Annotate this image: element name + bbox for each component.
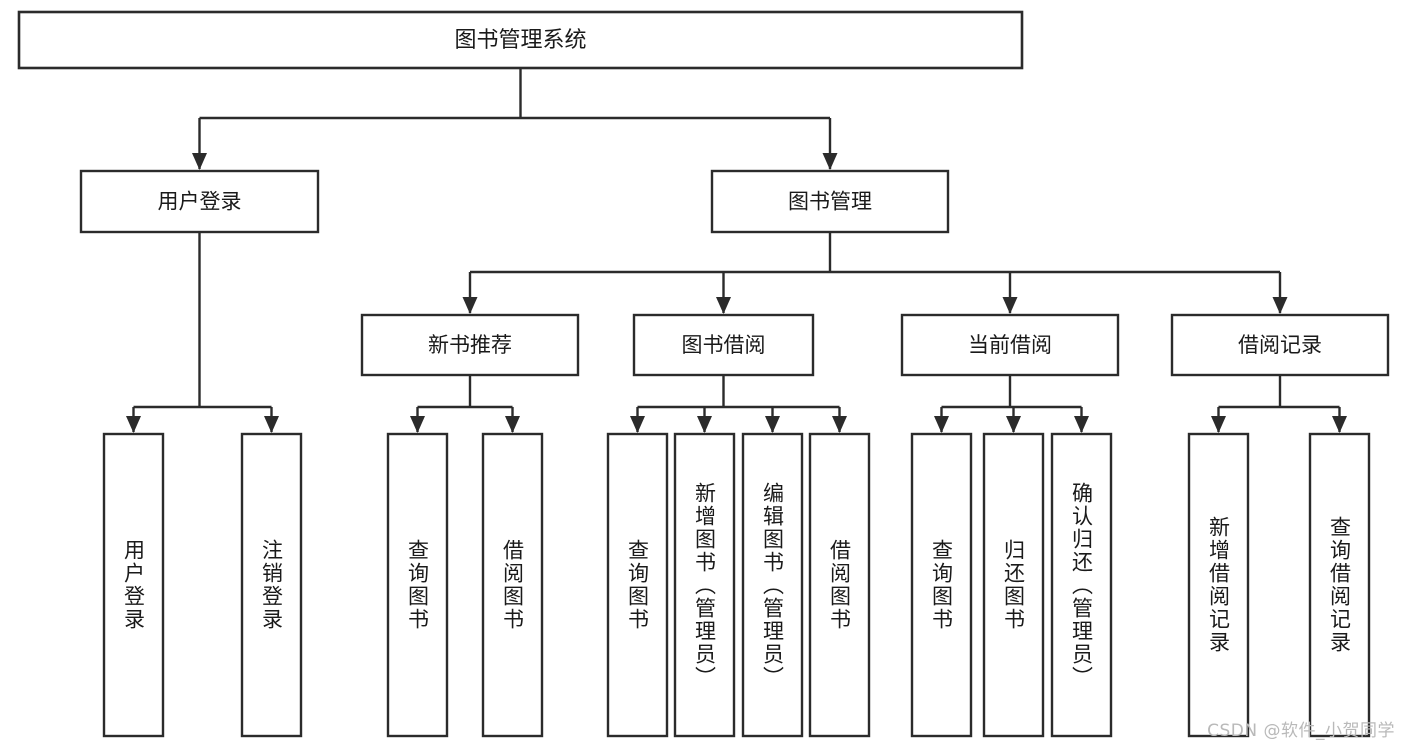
node-level1-图书管理[interactable]: [710, 169, 950, 234]
node-level2-新书推荐[interactable]: [360, 313, 580, 377]
node-level1-label-1: 图书管理: [788, 190, 872, 214]
arrow-down-icon: [697, 416, 712, 433]
node-leaf-新增图书管理员[interactable]: [673, 432, 736, 738]
arrow-down-icon: [1074, 416, 1089, 433]
node-leaf-归还图书[interactable]: [982, 432, 1045, 738]
node-leaf-借阅图书[interactable]: [808, 432, 871, 738]
node-leaf-查询图书[interactable]: [606, 432, 669, 738]
node-leaf-用户登录[interactable]: [102, 432, 165, 738]
arrow-down-icon: [832, 416, 847, 433]
node-leaf-借阅图书[interactable]: [481, 432, 544, 738]
csdn-watermark: CSDN @软件_小贺同学: [1207, 721, 1395, 741]
box-layer: [17, 10, 1390, 738]
node-level2-图书借阅[interactable]: [632, 313, 815, 377]
arrow-down-icon: [1332, 416, 1347, 433]
node-leaf-新增借阅记录[interactable]: [1187, 432, 1250, 738]
node-leaf-确认归还管理员[interactable]: [1050, 432, 1113, 738]
arrow-down-icon: [1006, 416, 1021, 433]
node-level2-label-2: 当前借阅: [968, 333, 1052, 357]
arrow-down-icon: [765, 416, 780, 433]
arrow-down-icon: [192, 153, 207, 170]
node-root-图书管理系统[interactable]: [17, 10, 1024, 70]
arrow-down-icon: [716, 297, 731, 314]
node-leaf-注销登录[interactable]: [240, 432, 303, 738]
arrow-down-icon: [264, 416, 279, 433]
arrow-down-icon: [1211, 416, 1226, 433]
node-level1-用户登录[interactable]: [79, 169, 320, 234]
node-level2-label-0: 新书推荐: [428, 333, 512, 357]
node-level2-借阅记录[interactable]: [1170, 313, 1390, 377]
arrow-down-icon: [630, 416, 645, 433]
node-leaf-查询图书[interactable]: [910, 432, 973, 738]
arrow-down-icon: [934, 416, 949, 433]
arrow-down-icon: [462, 297, 478, 314]
node-level2-label-1: 图书借阅: [682, 333, 766, 357]
node-level2-当前借阅[interactable]: [900, 313, 1120, 377]
node-leaf-查询图书[interactable]: [386, 432, 449, 738]
arrow-down-icon: [410, 416, 425, 433]
arrow-down-icon: [822, 153, 838, 170]
node-level2-label-3: 借阅记录: [1238, 333, 1322, 357]
arrow-down-icon: [1272, 297, 1288, 314]
connector-layer: [126, 68, 1347, 433]
node-root-label: 图书管理系统: [454, 28, 586, 53]
node-leaf-编辑图书管理员[interactable]: [741, 432, 804, 738]
arrow-down-icon: [1002, 297, 1018, 314]
node-leaf-查询借阅记录[interactable]: [1308, 432, 1371, 738]
arrow-down-icon: [505, 416, 520, 433]
node-level1-label-0: 用户登录: [158, 190, 242, 214]
arrow-down-icon: [126, 416, 141, 433]
